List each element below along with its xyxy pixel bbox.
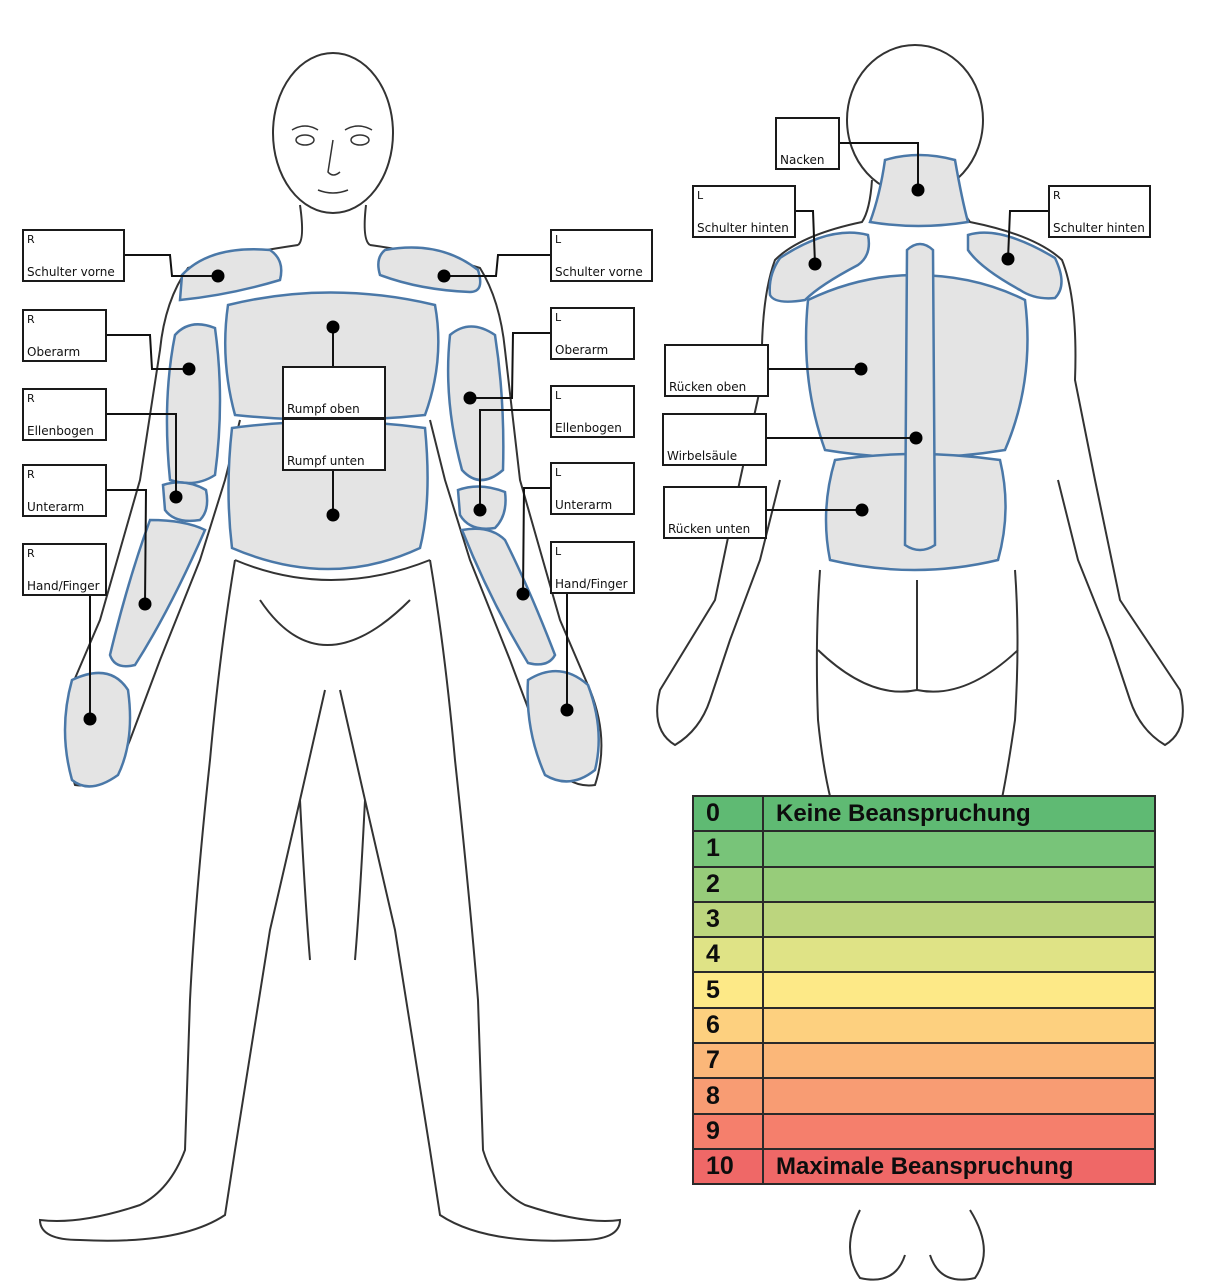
scale-level: 9 xyxy=(693,1114,763,1149)
scale-description xyxy=(763,902,1155,937)
label-l-hand[interactable]: L Hand/Finger xyxy=(550,541,635,594)
label-text: Rücken oben xyxy=(669,380,746,394)
label-side: R xyxy=(27,313,35,327)
label-nacken[interactable]: Nacken xyxy=(775,117,840,170)
label-side: R xyxy=(1053,189,1061,203)
label-text: Rumpf unten xyxy=(287,454,365,468)
label-text: Rücken unten xyxy=(668,522,750,536)
label-r-ellenbogen[interactable]: R Ellenbogen xyxy=(22,388,107,441)
label-l-oberarm[interactable]: L Oberarm xyxy=(550,307,635,360)
label-side: L xyxy=(555,466,561,480)
scale-description xyxy=(763,1008,1155,1043)
scale-level: 3 xyxy=(693,902,763,937)
label-text: Wirbelsäule xyxy=(667,449,737,463)
label-text: Rumpf oben xyxy=(287,402,360,416)
label-r-oberarm[interactable]: R Oberarm xyxy=(22,309,107,362)
scale-level: 8 xyxy=(693,1078,763,1113)
label-text: Oberarm xyxy=(27,345,80,359)
label-rumpf-unten[interactable]: Rumpf unten xyxy=(282,418,386,471)
label-text: Ellenbogen xyxy=(27,424,94,438)
scale-row-9[interactable]: 9 xyxy=(693,1114,1155,1149)
scale-row-6[interactable]: 6 xyxy=(693,1008,1155,1043)
label-ruecken-oben[interactable]: Rücken oben xyxy=(664,344,769,397)
label-text: Ellenbogen xyxy=(555,421,622,435)
scale-description xyxy=(763,831,1155,866)
label-side: R xyxy=(27,468,35,482)
label-text: Nacken xyxy=(780,153,824,167)
label-side: L xyxy=(555,233,561,247)
label-side: L xyxy=(555,545,561,559)
scale-level: 2 xyxy=(693,867,763,902)
label-text: Schulter hinten xyxy=(1053,221,1145,235)
label-side: R xyxy=(27,392,35,406)
scale-level: 1 xyxy=(693,831,763,866)
label-rumpf-oben[interactable]: Rumpf oben xyxy=(282,366,386,419)
label-text: Schulter vorne xyxy=(27,265,115,279)
scale-description xyxy=(763,1043,1155,1078)
scale-level: 10 xyxy=(693,1149,763,1184)
label-text: Hand/Finger xyxy=(27,579,100,593)
label-r-schulter-vorne[interactable]: R Schulter vorne xyxy=(22,229,125,282)
scale-row-7[interactable]: 7 xyxy=(693,1043,1155,1078)
scale-row-4[interactable]: 4 xyxy=(693,937,1155,972)
scale-row-8[interactable]: 8 xyxy=(693,1078,1155,1113)
label-text: Unterarm xyxy=(27,500,84,514)
label-l-schulter-vorne[interactable]: L Schulter vorne xyxy=(550,229,653,282)
label-ruecken-unten[interactable]: Rücken unten xyxy=(663,486,767,539)
scale-level: 0 xyxy=(693,796,763,831)
front-face xyxy=(292,126,372,193)
label-l-ellenbogen[interactable]: L Ellenbogen xyxy=(550,385,635,438)
label-l-unterarm[interactable]: L Unterarm xyxy=(550,462,635,515)
scale-row-2[interactable]: 2 xyxy=(693,867,1155,902)
scale-description: Keine Beanspruchung xyxy=(763,796,1155,831)
scale-description xyxy=(763,1078,1155,1113)
scale-description xyxy=(763,937,1155,972)
label-side: L xyxy=(555,311,561,325)
label-side: L xyxy=(555,389,561,403)
label-side: L xyxy=(697,189,703,203)
scale-row-1[interactable]: 1 xyxy=(693,831,1155,866)
scale-description xyxy=(763,867,1155,902)
label-wirbelsaeule[interactable]: Wirbelsäule xyxy=(662,413,767,466)
label-text: Oberarm xyxy=(555,343,608,357)
label-text: Hand/Finger xyxy=(555,577,628,591)
scale-level: 5 xyxy=(693,972,763,1007)
label-text: Schulter hinten xyxy=(697,221,789,235)
scale-level: 4 xyxy=(693,937,763,972)
scale-level: 7 xyxy=(693,1043,763,1078)
scale-description xyxy=(763,1114,1155,1149)
label-l-schulter-hinten[interactable]: L Schulter hinten xyxy=(692,185,796,238)
label-text: Unterarm xyxy=(555,498,612,512)
scale-description: Maximale Beanspruchung xyxy=(763,1149,1155,1184)
label-text: Schulter vorne xyxy=(555,265,643,279)
scale-row-3[interactable]: 3 xyxy=(693,902,1155,937)
label-r-schulter-hinten[interactable]: R Schulter hinten xyxy=(1048,185,1151,238)
label-r-hand[interactable]: R Hand/Finger xyxy=(22,543,107,596)
scale-row-5[interactable]: 5 xyxy=(693,972,1155,1007)
scale-level: 6 xyxy=(693,1008,763,1043)
label-side: R xyxy=(27,547,35,561)
label-side: R xyxy=(27,233,35,247)
label-r-unterarm[interactable]: R Unterarm xyxy=(22,464,107,517)
scale-description xyxy=(763,972,1155,1007)
